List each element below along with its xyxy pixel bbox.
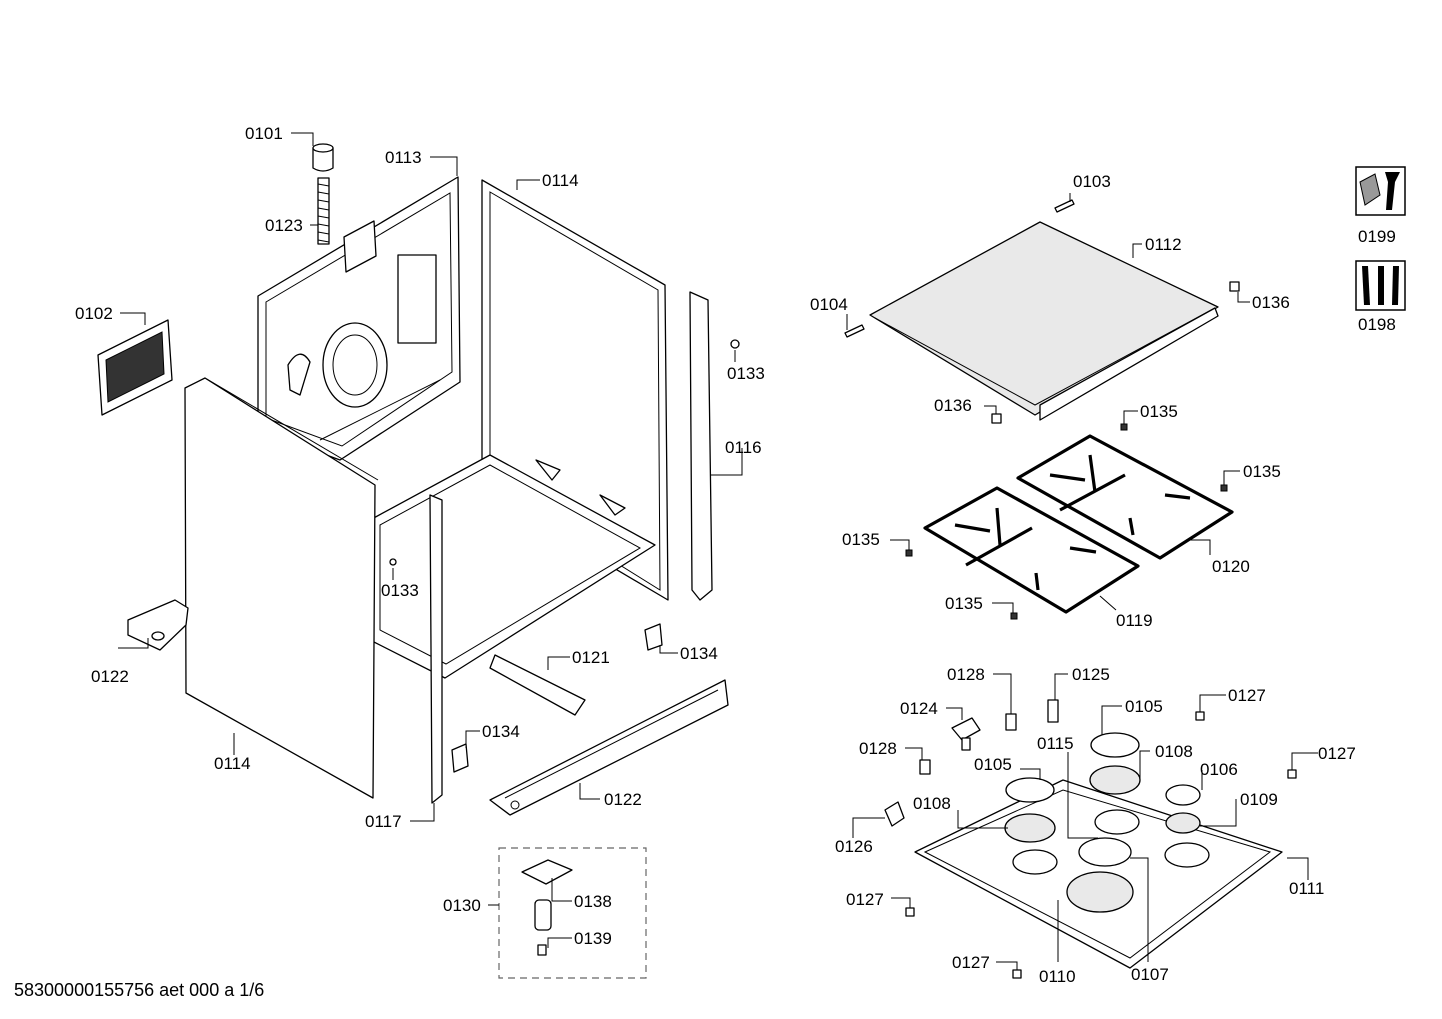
label-0111: 0111 [1289, 879, 1324, 898]
label-0114-b: 0114 [214, 754, 251, 773]
part-0122-bracket-left [127, 599, 189, 651]
part-0134-clip-b [451, 743, 469, 773]
label-0103: 0103 [1073, 172, 1111, 191]
label-0122-a: 0122 [91, 667, 129, 686]
label-0135-a: 0135 [1140, 402, 1178, 421]
label-0109: 0109 [1240, 790, 1278, 809]
label-0115: 0115 [1037, 734, 1074, 753]
part-0123-hose [317, 177, 330, 245]
label-0136-b: 0136 [934, 396, 972, 415]
part-0135-feet [905, 423, 1228, 620]
cabinet-assembly [97, 143, 740, 816]
part-0116-rail [689, 291, 713, 601]
label-0125: 0125 [1072, 665, 1110, 684]
document-footer-id: 58300000155756 aet 000 a 1/6 [14, 980, 265, 1000]
label-0114-a: 0114 [542, 171, 579, 190]
part-0133-grommet-a [730, 339, 740, 349]
label-0130: 0130 [443, 896, 481, 915]
label-0134-a: 0134 [680, 644, 718, 663]
part-0103-screw [1054, 199, 1075, 213]
label-0139: 0139 [574, 929, 612, 948]
part-0133-grommet-b [389, 558, 397, 566]
label-0198: 0198 [1358, 315, 1396, 334]
label-0199: 0199 [1358, 227, 1396, 246]
label-0112: 0112 [1145, 235, 1182, 254]
part-0117-front-strip [429, 494, 443, 804]
label-0108-a: 0108 [1155, 742, 1193, 761]
label-0136-a: 0136 [1252, 293, 1290, 312]
label-0107: 0107 [1131, 965, 1169, 984]
label-0101: 0101 [245, 124, 283, 143]
label-0133-a: 0133 [727, 364, 765, 383]
part-0114-side-panel-left [184, 377, 379, 799]
part-0120-pan-support [1016, 434, 1234, 560]
label-0105-b: 0105 [974, 755, 1012, 774]
label-0102: 0102 [75, 304, 113, 323]
label-0110: 0110 [1039, 967, 1076, 986]
label-0127-a: 0127 [1228, 686, 1266, 705]
label-0119: 0119 [1116, 611, 1153, 630]
label-0123: 0123 [265, 216, 303, 235]
burners [1004, 732, 1201, 913]
label-0127-b: 0127 [1318, 744, 1356, 763]
part-0102-vent-grille [97, 319, 173, 416]
label-0128-b: 0128 [859, 739, 897, 758]
part-0134-clip-a [644, 623, 663, 651]
label-0138: 0138 [574, 892, 612, 911]
part-0136-pad-b [991, 413, 1002, 424]
lid-0112 [869, 221, 1219, 421]
leader-lines [118, 132, 1318, 970]
label-0126: 0126 [835, 837, 873, 856]
label-0122-b: 0122 [604, 790, 642, 809]
label-0127-c: 0127 [846, 890, 884, 909]
label-0117: 0117 [365, 812, 402, 831]
callout-labels: 0101 0113 0123 0114 0102 0133 0116 0133 … [75, 124, 1396, 986]
label-0134-b: 0134 [482, 722, 520, 741]
label-0135-b: 0135 [1243, 462, 1281, 481]
label-0104: 0104 [810, 295, 848, 314]
label-0108-b: 0108 [913, 794, 951, 813]
wrench-nut-icon [1355, 166, 1406, 216]
label-0133-b: 0133 [381, 581, 419, 600]
label-0113: 0113 [385, 148, 422, 167]
label-0106: 0106 [1200, 760, 1238, 779]
part-0113-back-panel [257, 176, 461, 461]
part-0104-screw [844, 324, 865, 338]
label-0124: 0124 [900, 699, 938, 718]
label-0135-d: 0135 [945, 594, 983, 613]
label-0105-a: 0105 [1125, 697, 1163, 716]
part-0136-pad-a [1229, 281, 1240, 292]
part-0122-rail-long [489, 679, 729, 816]
kit-box-0130 [498, 847, 647, 979]
hob-clips [884, 699, 1297, 979]
label-0128-a: 0128 [947, 665, 985, 684]
label-0127-d: 0127 [952, 953, 990, 972]
part-0119-pan-support [923, 486, 1140, 614]
label-0121: 0121 [572, 648, 610, 667]
tools-icon [1355, 260, 1406, 311]
label-0116: 0116 [725, 438, 762, 457]
part-0101-flue-cap [312, 143, 334, 172]
label-0120: 0120 [1212, 557, 1250, 576]
label-0135-c: 0135 [842, 530, 880, 549]
